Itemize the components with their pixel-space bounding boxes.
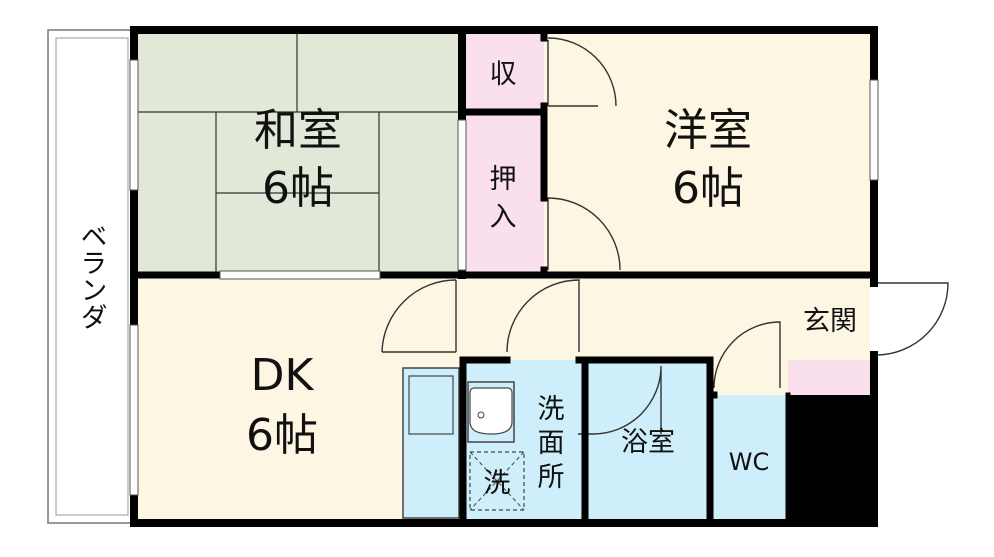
washing-machine-space xyxy=(469,451,525,511)
senmen-label-1: 洗 xyxy=(538,394,565,425)
kitchen-counter xyxy=(402,367,460,519)
washitsu-size: 6帖 xyxy=(262,163,334,214)
tatami-lines xyxy=(134,30,462,275)
senmen-label-2: 面 xyxy=(538,428,565,459)
oshiire-label-2: 入 xyxy=(490,202,517,233)
pipe-space xyxy=(788,395,874,523)
shu-label: 収 xyxy=(490,59,517,90)
dk-name: DK xyxy=(251,350,315,401)
windows xyxy=(129,59,879,496)
door-swings xyxy=(381,37,949,435)
youshitsu-name: 洋室 xyxy=(664,105,752,156)
washitsu-name: 和室 xyxy=(254,105,342,156)
oshiire-floor xyxy=(462,112,544,275)
wc-label: WC xyxy=(729,448,770,476)
senmen-label-3: 所 xyxy=(538,462,565,493)
veranda xyxy=(47,29,135,524)
oshiire-label-1: 押 xyxy=(490,164,517,195)
youshitsu-floor xyxy=(544,30,874,275)
washbasin xyxy=(467,381,515,443)
dk-size: 6帖 xyxy=(246,410,318,461)
youshitsu-size: 6帖 xyxy=(672,163,744,214)
yokushitsu-label: 浴室 xyxy=(621,427,675,458)
sentakuki-label: 洗 xyxy=(484,468,511,499)
yokushitsu-floor xyxy=(585,360,710,523)
hall-to-wc xyxy=(710,360,788,395)
hall-floor xyxy=(463,275,788,360)
entrance-door-sill xyxy=(870,283,878,355)
veranda-label: ベランダ xyxy=(76,222,107,330)
shu-floor xyxy=(462,30,544,112)
wc-floor xyxy=(710,395,788,523)
washitsu-floor xyxy=(134,30,462,275)
genkan-step xyxy=(788,360,870,395)
genkan-label: 玄関 xyxy=(803,306,857,337)
